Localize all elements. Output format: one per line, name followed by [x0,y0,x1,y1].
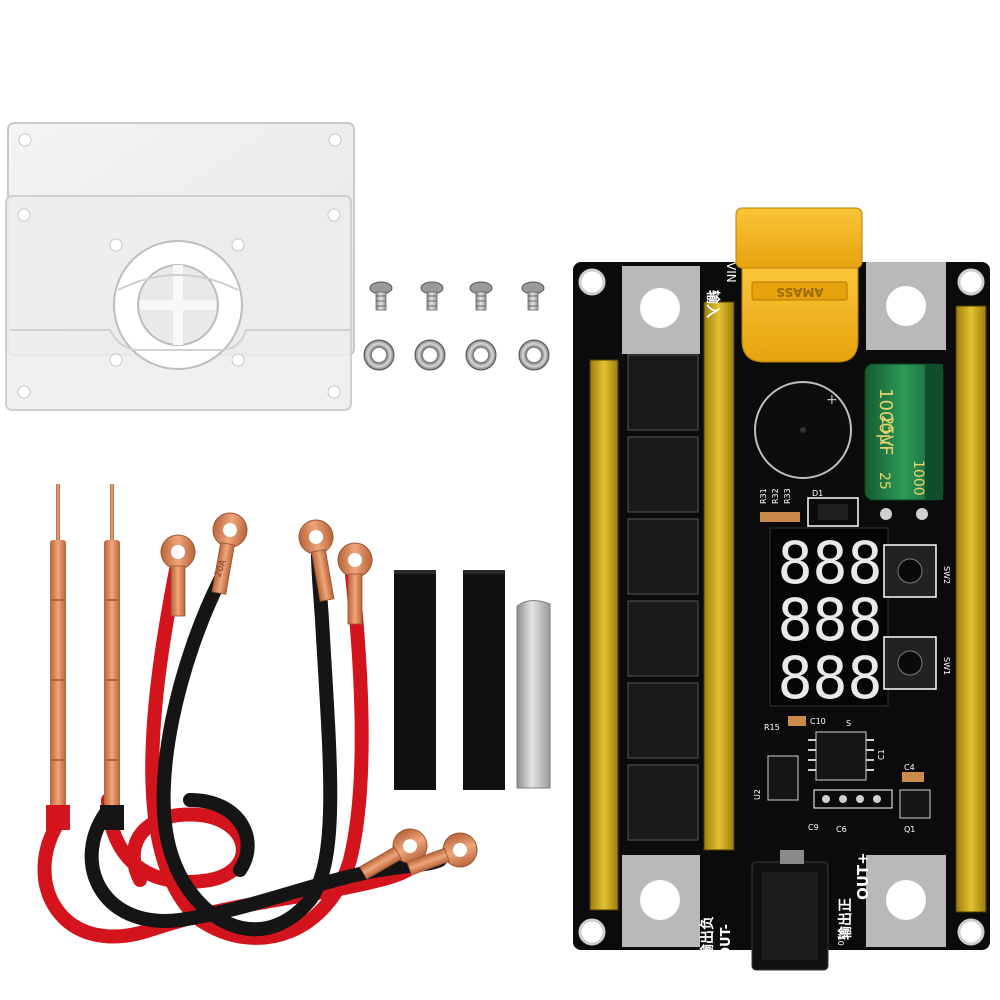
display-digit-2: 888 [778,586,883,654]
silk-r31: R31 [759,488,768,504]
silk-q1: Q1 [904,825,915,834]
silk-u2: U2 [753,789,762,800]
washers [363,339,550,371]
electrolytic-capacitor: 1000μF 25V 1000 25 [864,363,944,501]
mosfet-array [627,354,699,841]
silk-r32: R32 [771,488,780,504]
output-neg-label-en: OUT- [719,924,734,958]
capacitor-value: 1000μF [875,388,896,456]
display-digit-1: 888 [778,529,883,597]
display-digit-3: 888 [778,644,883,712]
silk-sw1: SW1 [942,657,951,675]
output-dc-jack [751,850,829,971]
buzzer: + [754,381,852,479]
output-neg-label-cn: 输出负 [699,916,716,958]
output-label-cn: 输出正 [837,898,854,940]
silk-c4: C4 [904,763,915,772]
output-label-en: OUT+ [854,852,872,900]
input-label-en: VIN [724,262,738,283]
xt60-brand: AMASS [776,285,823,299]
gold-busbar-left [589,359,619,911]
silk-c10: C10 [810,717,826,726]
xt60-connector: AMASS [735,207,863,363]
spot-welder-board: 输入 VIN AMASS + 1000μF 25V 1000 25 R31 R3… [573,207,990,971]
seven-segment-display: 888 [769,527,889,707]
silk-d1: D1 [812,489,823,498]
terminal-pads [622,262,946,947]
button-sw2[interactable] [883,544,937,598]
silk-c9: C9 [808,823,819,832]
fan-grille [113,240,243,370]
welding-cables [37,548,447,945]
silk-r15: R15 [764,723,780,732]
silk-sw2: SW2 [942,566,951,584]
capacitor-side-value: 1000 [910,460,926,496]
acrylic-cover [5,122,355,411]
silk-c1: C1 [877,749,886,760]
button-sw1[interactable] [883,636,937,690]
input-label-cn: 输入 [704,290,721,318]
gold-busbar-right [955,305,987,913]
capacitor-side-voltage: 25 [876,472,892,490]
silk-c6: C6 [836,825,847,834]
silk-r10: R10 [836,930,845,946]
nickel-strip-roll [516,600,551,789]
heat-shrink-tubes [394,570,505,790]
welding-pen-left [46,484,70,830]
capacitor-voltage: 25V [878,415,897,446]
screws [369,281,545,311]
welding-pen-right [100,484,124,830]
silk-s: S [846,719,851,728]
ring-lugs: 20A [160,512,478,880]
svg-text:+: + [826,392,838,408]
silk-r33: R33 [783,488,792,504]
gold-busbar-mid [703,301,735,851]
